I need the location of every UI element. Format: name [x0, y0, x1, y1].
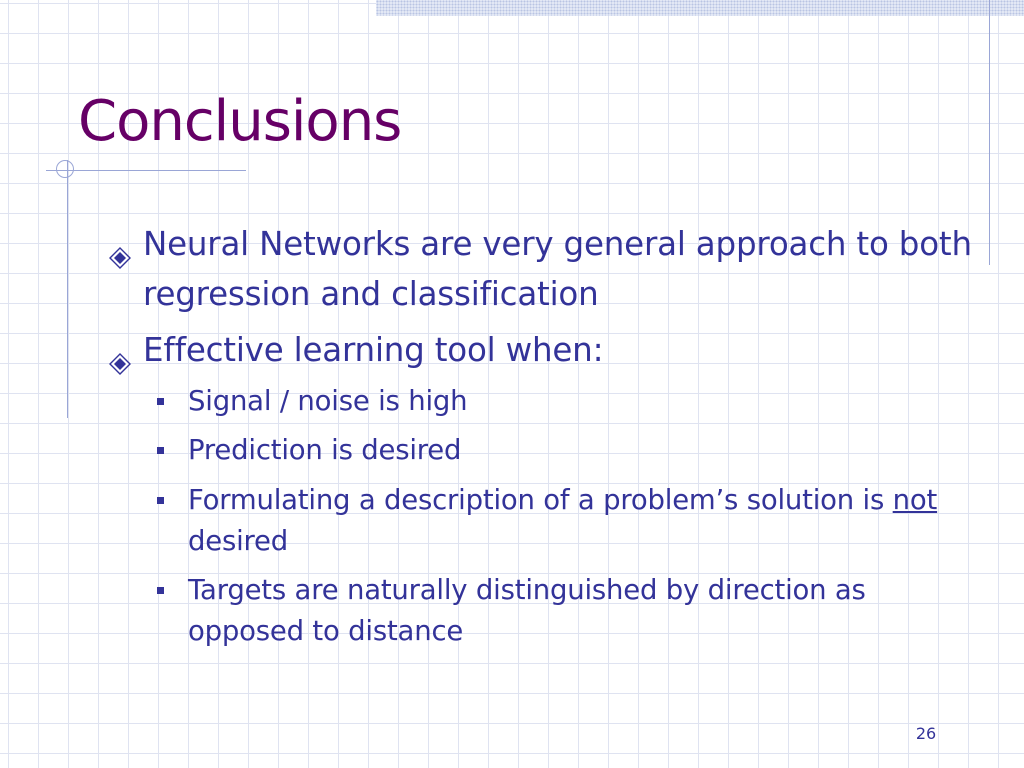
- top-decor-band: [376, 0, 1024, 16]
- underlined-emphasis: not: [892, 484, 938, 516]
- sub-bullet-text: Targets are naturally distinguished by d…: [188, 574, 866, 647]
- bullet-text: Neural Networks are very general approac…: [143, 225, 972, 313]
- sub-bullet-text: Signal / noise is high: [188, 385, 468, 417]
- sub-bullet-item: Prediction is desired: [157, 430, 968, 471]
- square-bullet-icon: [157, 587, 164, 594]
- bullet-item: Neural Networks are very general approac…: [109, 219, 973, 319]
- square-bullet-icon: [157, 398, 164, 405]
- slide-title: Conclusions: [78, 89, 402, 154]
- page-number: 26: [915, 724, 937, 743]
- sub-bullet-item: Targets are naturally distinguished by d…: [157, 570, 968, 652]
- square-bullet-icon: [157, 447, 164, 454]
- sub-bullet-text: Prediction is desired: [188, 434, 462, 466]
- sub-bullet-text-after: desired: [188, 525, 289, 557]
- bullet-item: Effective learning tool when:: [109, 325, 973, 375]
- square-bullet-icon: [157, 497, 164, 504]
- sub-bullet-text-before: Formulating a description of a problem’s…: [188, 484, 893, 516]
- bullet-text: Effective learning tool when:: [143, 331, 604, 369]
- sub-bullet-item: Formulating a description of a problem’s…: [157, 480, 968, 562]
- corner-circle-decor: [56, 160, 74, 178]
- sub-bullet-item: Signal / noise is high: [157, 381, 968, 422]
- title-underline: [46, 170, 246, 171]
- diamond-bullet-icon: [109, 233, 131, 269]
- left-decor-line: [67, 160, 68, 418]
- diamond-bullet-icon: [109, 339, 131, 375]
- right-decor-line: [989, 0, 990, 265]
